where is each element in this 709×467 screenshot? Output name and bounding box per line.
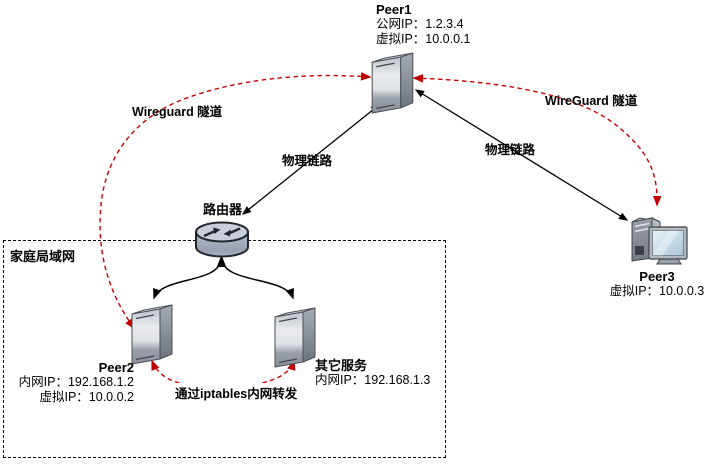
peer3-virtual-ip: 虚拟IP：10.0.0.3 <box>609 284 705 298</box>
workstation-icon <box>624 210 690 270</box>
physical-link-right-label: 物理链路 <box>485 143 536 157</box>
iptables-forward-label: 通过iptables内网转发 <box>174 383 299 402</box>
server-icon <box>366 48 421 115</box>
peer1-virtual-ip: 虚拟IP：10.0.0.1 <box>376 32 471 46</box>
router-icon <box>192 219 252 261</box>
peer3-node <box>624 210 690 270</box>
edge-wireguard-tunnel-right <box>412 74 662 207</box>
peer2-label: Peer2 内网IP：192.168.1.2 虚拟IP：10.0.0.2 <box>14 360 134 405</box>
edge-wireguard-tunnel-left <box>99 72 372 330</box>
wireguard-tunnel-left-label: Wireguard 隧道 <box>132 105 223 119</box>
other-service-label: 其它服务 内网IP：192.168.1.3 <box>315 358 430 388</box>
router-label: 路由器 <box>203 202 242 217</box>
edge-router-to-other-service <box>217 256 294 300</box>
router-name: 路由器 <box>203 202 243 217</box>
peer1-public-ip: 公网IP：1.2.3.4 <box>376 17 464 31</box>
router-node <box>192 219 252 261</box>
peer3-label: Peer3 虚拟IP：10.0.0.3 <box>595 269 709 299</box>
wireguard-tunnel-right-label: WireGuard 隧道 <box>545 94 638 108</box>
server-icon <box>127 300 179 366</box>
other-service-lan-ip: 内网IP：192.168.1.3 <box>315 373 431 387</box>
home-lan-label: 家庭局域网 <box>10 249 76 264</box>
peer1-node <box>366 48 421 115</box>
other-service-name: 其它服务 <box>315 358 368 373</box>
peer1-name: Peer1 <box>376 2 412 17</box>
peer2-node <box>127 300 179 366</box>
edge-router-to-peer2 <box>153 256 226 300</box>
peer1-label: Peer1 公网IP：1.2.3.4 虚拟IP：10.0.0.1 <box>376 2 471 47</box>
peer2-name: Peer2 <box>98 360 134 375</box>
peer3-name: Peer3 <box>639 269 675 284</box>
peer2-lan-ip: 内网IP：192.168.1.2 <box>18 375 134 389</box>
peer2-virtual-ip: 虚拟IP：10.0.0.2 <box>39 390 135 404</box>
physical-link-left-label: 物理链路 <box>282 154 333 168</box>
edge-iptables-forward <box>151 359 296 388</box>
